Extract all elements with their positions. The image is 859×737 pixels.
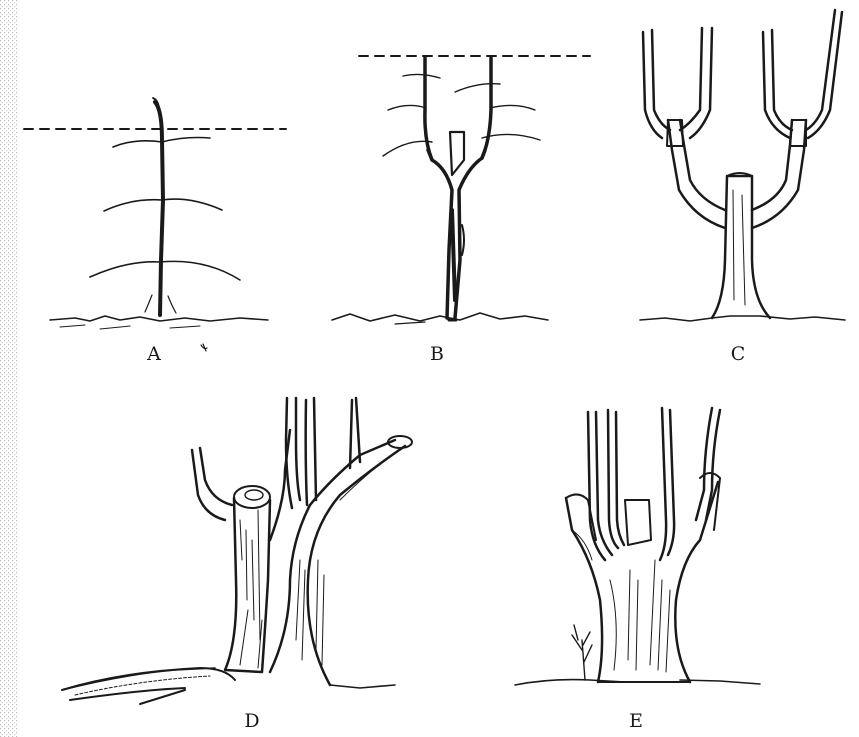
mark-a <box>201 344 207 351</box>
panel-label-a: A <box>139 343 169 365</box>
trunk-d <box>270 430 405 685</box>
arm-left-c <box>668 120 725 228</box>
stump-d <box>225 498 270 672</box>
trunk-c <box>712 176 770 318</box>
ground-line-a <box>50 316 268 321</box>
tree-sketch-c <box>640 10 845 321</box>
whip-stem-a <box>155 102 163 315</box>
tree-sketch-a <box>24 98 286 351</box>
stump-cut-d <box>234 486 270 508</box>
tree-sketch-e <box>515 408 760 685</box>
panel-label-c: C <box>723 343 753 365</box>
panel-label-b: B <box>422 343 452 365</box>
ground-line-c <box>640 316 845 321</box>
sucker-e <box>572 625 592 680</box>
tree-sketch-d <box>62 398 412 704</box>
tree-sketch-b <box>332 56 590 324</box>
panel-label-e: E <box>621 710 651 732</box>
ground-line-b <box>332 313 548 321</box>
central-stub-e <box>625 500 651 545</box>
panel-label-d: D <box>237 710 267 732</box>
central-stub-b <box>450 132 464 175</box>
arm-right-c <box>752 120 806 228</box>
